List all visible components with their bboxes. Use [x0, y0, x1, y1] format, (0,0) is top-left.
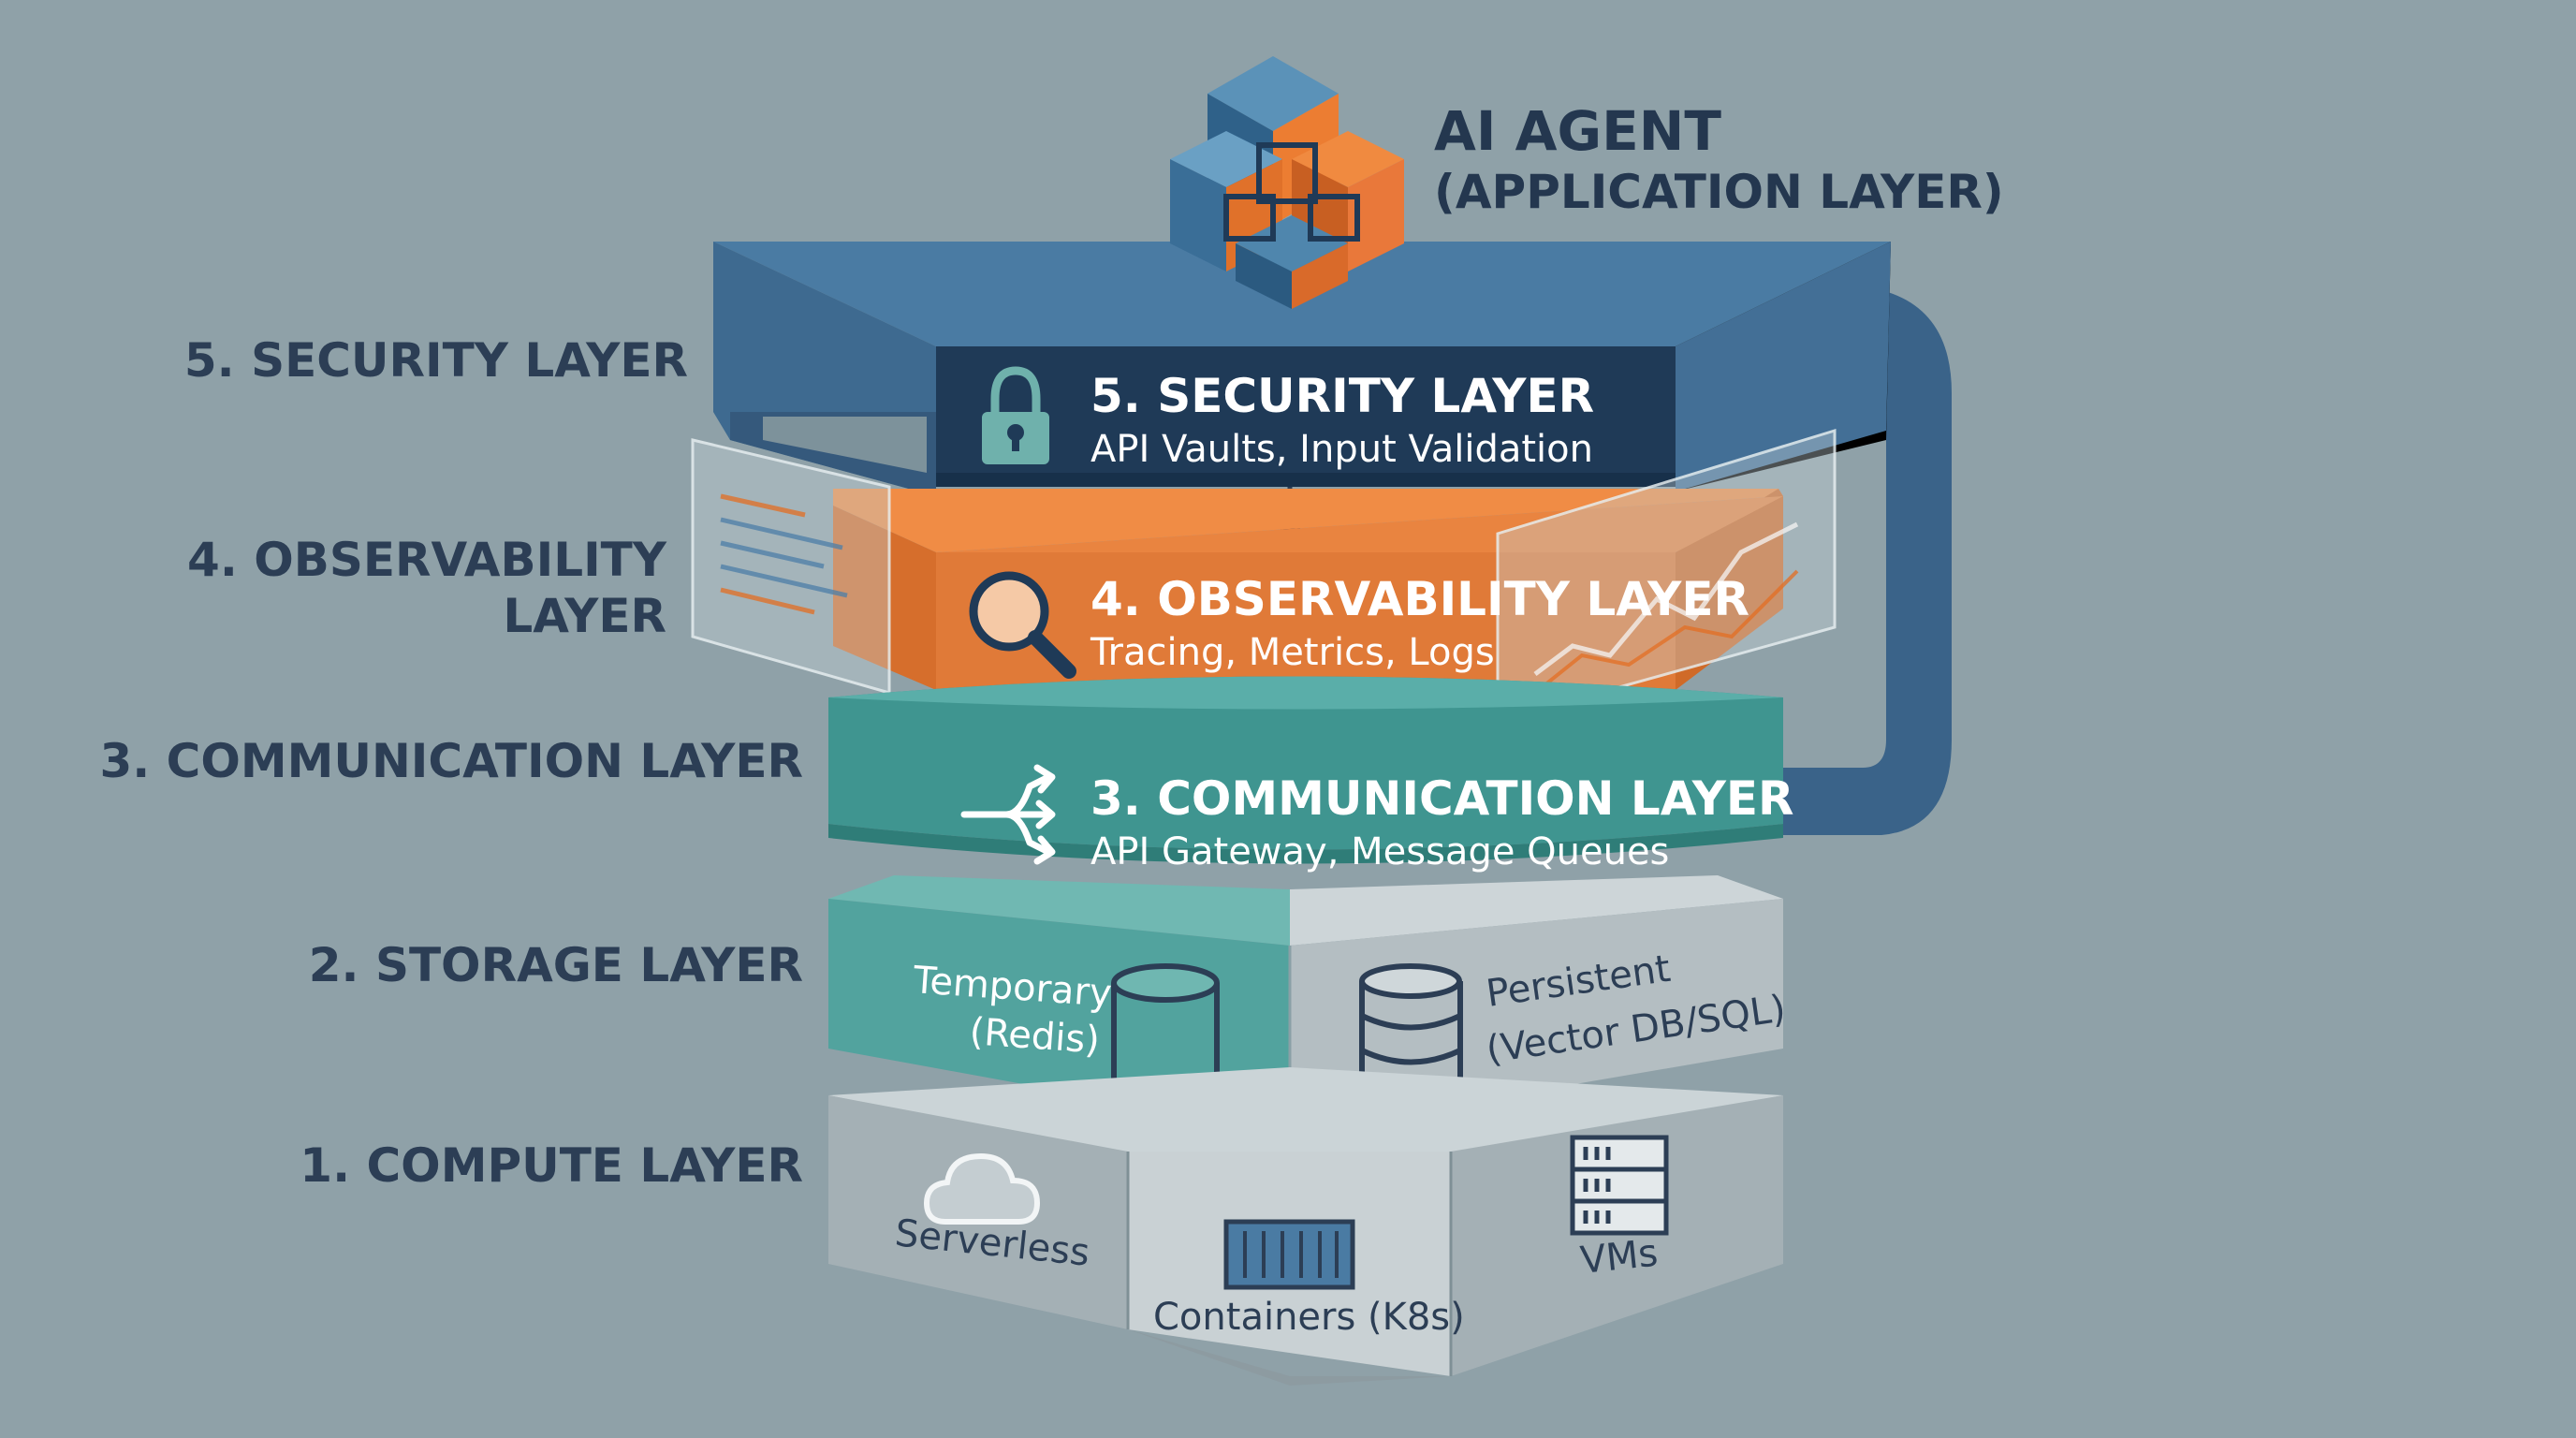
communication-layer-title: 3. COMMUNICATION LAYER	[1090, 771, 1794, 826]
logs-glass-panel	[691, 438, 891, 695]
container-icon	[1223, 1219, 1355, 1290]
branching-arrows-icon	[960, 764, 1056, 865]
observability-layer-subtitle: Tracing, Metrics, Logs	[1090, 631, 1495, 674]
communication-layer-subtitle: API Gateway, Message Queues	[1090, 830, 1669, 873]
outer-frame	[713, 242, 1952, 835]
app-layer-title: AI AGENT	[1434, 99, 1721, 163]
security-layer-block	[936, 346, 1676, 487]
security-layer-subtitle: API Vaults, Input Validation	[1090, 428, 1593, 471]
metrics-glass-panel	[1496, 428, 1837, 723]
cylinder-database-icon	[1111, 963, 1220, 1096]
magnifier-icon	[969, 571, 1076, 679]
side-label-observability-line2: LAYER	[503, 589, 666, 643]
security-layer-title: 5. SECURITY LAYER	[1090, 369, 1594, 423]
side-label-compute: 1. COMPUTE LAYER	[300, 1138, 803, 1193]
ai-agent-knot-icon	[1170, 56, 1404, 309]
side-label-storage: 2. STORAGE LAYER	[309, 938, 803, 992]
side-label-security: 5. SECURITY LAYER	[184, 333, 688, 388]
cloud-icon	[923, 1152, 1041, 1225]
compute-containers-label: Containers (K8s)	[1153, 1296, 1465, 1339]
server-rack-icon	[1570, 1135, 1669, 1236]
lock-icon	[982, 366, 1049, 464]
app-layer-subtitle: (APPLICATION LAYER)	[1434, 165, 2004, 219]
side-label-communication: 3. COMMUNICATION LAYER	[99, 734, 803, 788]
compute-vms-label: VMs	[1578, 1232, 1660, 1283]
side-label-observability-line1: 4. OBSERVABILITY	[187, 533, 667, 587]
observability-layer-title: 4. OBSERVABILITY LAYER	[1090, 572, 1749, 626]
observability-layer-block	[833, 489, 1783, 690]
storage-temporary-sublabel: (Redis)	[968, 1010, 1101, 1063]
communication-layer-block	[828, 676, 1783, 864]
